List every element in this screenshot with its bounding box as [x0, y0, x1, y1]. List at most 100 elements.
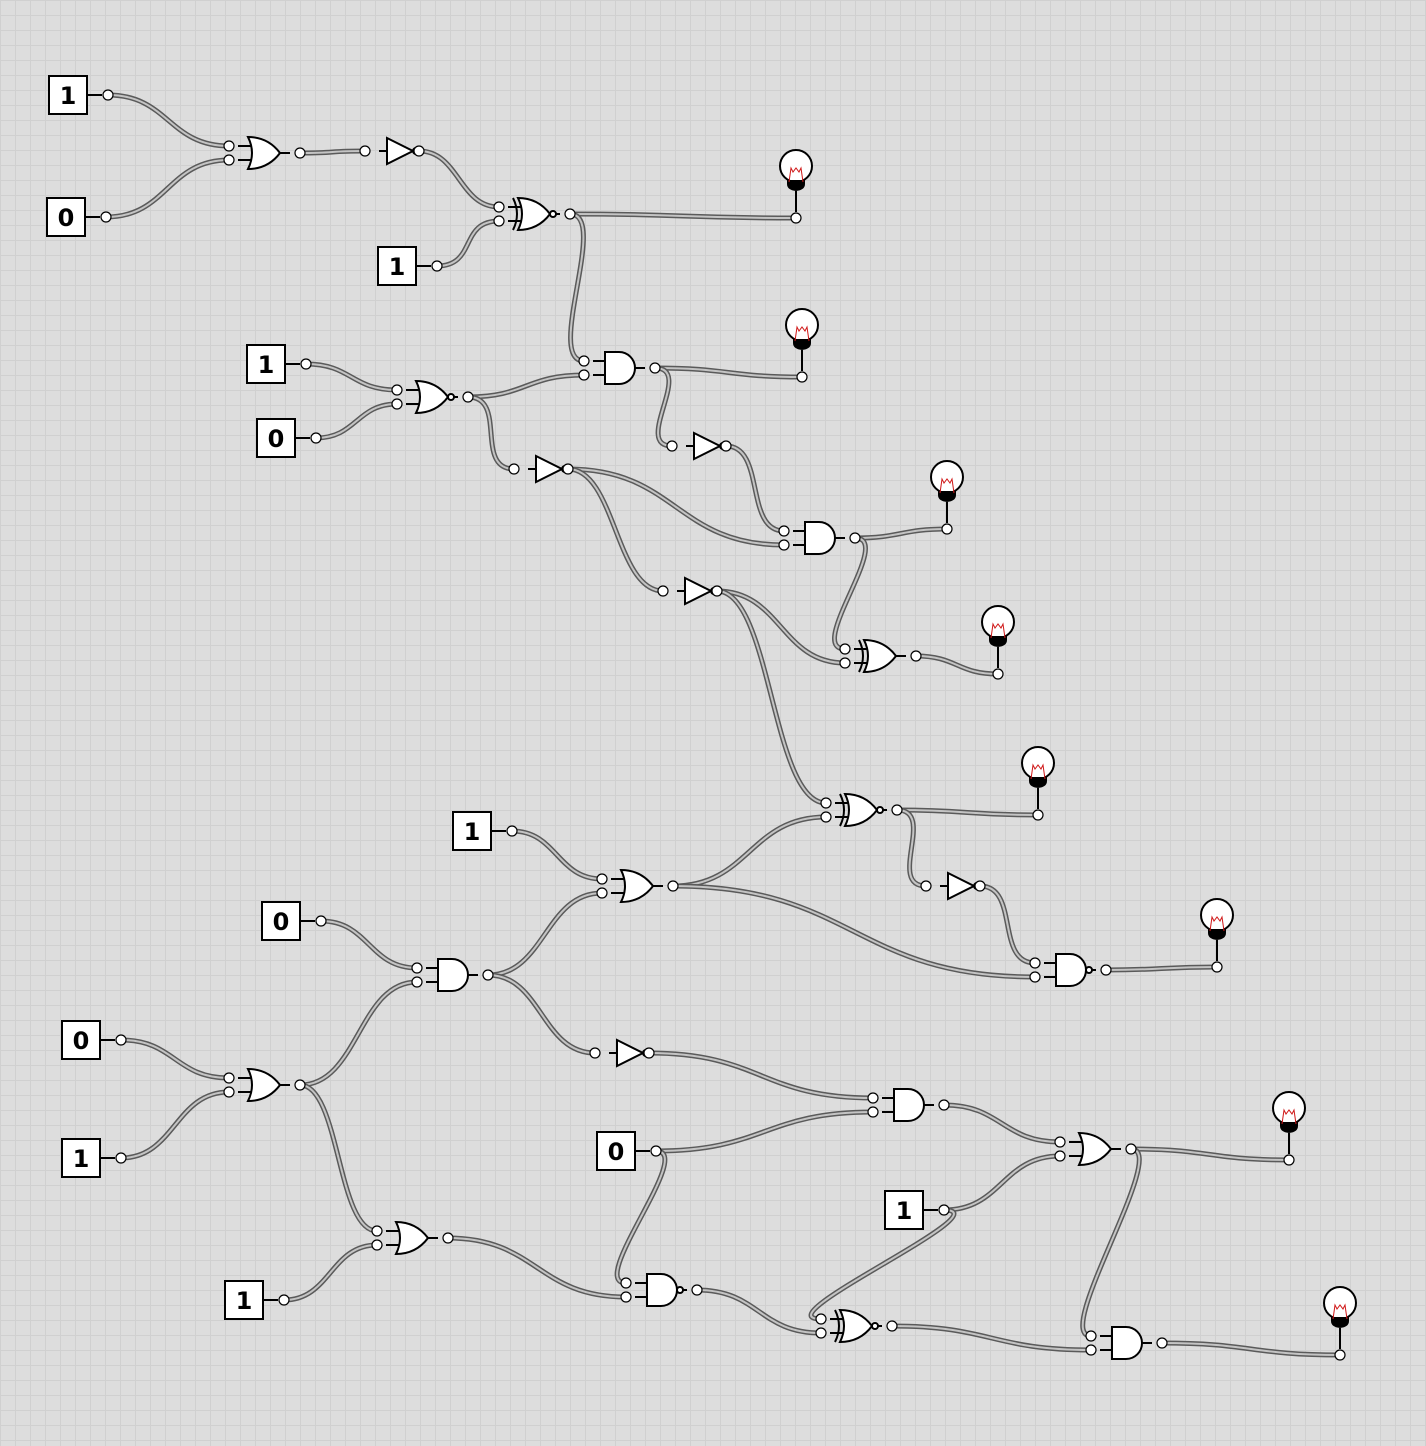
- connector-pin[interactable]: [649, 362, 661, 374]
- connector-pin[interactable]: [223, 154, 235, 166]
- connector-pin[interactable]: [391, 398, 403, 410]
- connector-pin[interactable]: [300, 358, 312, 370]
- input-switch[interactable]: 0: [256, 418, 310, 458]
- connector-pin[interactable]: [891, 804, 903, 816]
- output-bulb[interactable]: [930, 460, 964, 523]
- connector-pin[interactable]: [941, 523, 953, 535]
- or-gate[interactable]: [386, 1220, 438, 1256]
- connector-pin[interactable]: [102, 89, 114, 101]
- connector-pin[interactable]: [442, 1232, 454, 1244]
- connector-pin[interactable]: [720, 440, 732, 452]
- input-switch[interactable]: 0: [596, 1131, 650, 1171]
- connector-pin[interactable]: [508, 463, 520, 475]
- connector-pin[interactable]: [493, 201, 505, 213]
- and-gate[interactable]: [426, 958, 478, 992]
- connector-pin[interactable]: [589, 1047, 601, 1059]
- connector-pin[interactable]: [867, 1106, 879, 1118]
- connector-pin[interactable]: [796, 371, 808, 383]
- connector-pin[interactable]: [839, 643, 851, 655]
- input-switch[interactable]: 1: [48, 75, 102, 115]
- connector-pin[interactable]: [666, 440, 678, 452]
- connector-pin[interactable]: [992, 668, 1004, 680]
- connector-pin[interactable]: [620, 1291, 632, 1303]
- input-switch[interactable]: 0: [261, 901, 315, 941]
- connector-pin[interactable]: [278, 1294, 290, 1306]
- connector-pin[interactable]: [1029, 971, 1041, 983]
- connector-pin[interactable]: [391, 384, 403, 396]
- connector-pin[interactable]: [1054, 1150, 1066, 1162]
- and-gate[interactable]: [593, 351, 645, 385]
- xnor-gate[interactable]: [830, 1308, 882, 1344]
- input-switch[interactable]: 0: [46, 197, 100, 237]
- connector-pin[interactable]: [778, 525, 790, 537]
- and-gate[interactable]: [882, 1088, 934, 1122]
- connector-pin[interactable]: [691, 1284, 703, 1296]
- connector-pin[interactable]: [820, 811, 832, 823]
- and-gate[interactable]: [1100, 1326, 1152, 1360]
- connector-pin[interactable]: [620, 1277, 632, 1289]
- connector-pin[interactable]: [578, 369, 590, 381]
- output-bulb[interactable]: [1272, 1091, 1306, 1154]
- connector-pin[interactable]: [920, 880, 932, 892]
- connector-pin[interactable]: [815, 1313, 827, 1325]
- nand-gate[interactable]: [1044, 953, 1096, 987]
- connector-pin[interactable]: [1156, 1337, 1168, 1349]
- or-gate[interactable]: [1069, 1131, 1121, 1167]
- connector-pin[interactable]: [849, 532, 861, 544]
- input-switch[interactable]: 1: [246, 344, 300, 384]
- connector-pin[interactable]: [778, 539, 790, 551]
- connector-pin[interactable]: [839, 657, 851, 669]
- input-switch[interactable]: 1: [377, 246, 431, 286]
- connector-pin[interactable]: [294, 147, 306, 159]
- connector-pin[interactable]: [223, 140, 235, 152]
- connector-pin[interactable]: [938, 1204, 950, 1216]
- input-switch[interactable]: 1: [452, 811, 506, 851]
- connector-pin[interactable]: [667, 880, 679, 892]
- connector-pin[interactable]: [315, 915, 327, 927]
- output-bulb[interactable]: [1323, 1286, 1357, 1349]
- connector-pin[interactable]: [462, 391, 474, 403]
- connector-pin[interactable]: [294, 1079, 306, 1091]
- connector-pin[interactable]: [371, 1225, 383, 1237]
- connector-pin[interactable]: [886, 1320, 898, 1332]
- input-switch[interactable]: 1: [61, 1138, 115, 1178]
- connector-pin[interactable]: [115, 1034, 127, 1046]
- connector-pin[interactable]: [223, 1086, 235, 1098]
- connector-pin[interactable]: [1283, 1154, 1295, 1166]
- input-switch[interactable]: 1: [224, 1280, 278, 1320]
- input-switch[interactable]: 0: [61, 1020, 115, 1060]
- connector-pin[interactable]: [506, 825, 518, 837]
- connector-pin[interactable]: [596, 873, 608, 885]
- output-bulb[interactable]: [1021, 746, 1055, 809]
- connector-pin[interactable]: [1085, 1330, 1097, 1342]
- xnor-gate[interactable]: [835, 792, 887, 828]
- connector-pin[interactable]: [482, 969, 494, 981]
- connector-pin[interactable]: [431, 260, 443, 272]
- xnor-gate[interactable]: [508, 196, 560, 232]
- connector-pin[interactable]: [1032, 809, 1044, 821]
- connector-pin[interactable]: [100, 211, 112, 223]
- connector-pin[interactable]: [1334, 1349, 1346, 1361]
- output-bulb[interactable]: [779, 149, 813, 212]
- or-gate[interactable]: [611, 868, 663, 904]
- connector-pin[interactable]: [974, 880, 986, 892]
- connector-pin[interactable]: [413, 145, 425, 157]
- connector-pin[interactable]: [223, 1072, 235, 1084]
- connector-pin[interactable]: [1085, 1344, 1097, 1356]
- connector-pin[interactable]: [910, 650, 922, 662]
- connector-pin[interactable]: [578, 355, 590, 367]
- connector-pin[interactable]: [650, 1145, 662, 1157]
- connector-pin[interactable]: [115, 1152, 127, 1164]
- or-gate[interactable]: [238, 1067, 290, 1103]
- connector-pin[interactable]: [820, 797, 832, 809]
- connector-pin[interactable]: [1054, 1136, 1066, 1148]
- output-bulb[interactable]: [785, 308, 819, 371]
- connector-pin[interactable]: [1029, 957, 1041, 969]
- connector-pin[interactable]: [657, 585, 669, 597]
- output-bulb[interactable]: [981, 605, 1015, 668]
- connector-pin[interactable]: [1211, 961, 1223, 973]
- connector-pin[interactable]: [371, 1239, 383, 1251]
- connector-pin[interactable]: [815, 1327, 827, 1339]
- connector-pin[interactable]: [411, 976, 423, 988]
- connector-pin[interactable]: [596, 887, 608, 899]
